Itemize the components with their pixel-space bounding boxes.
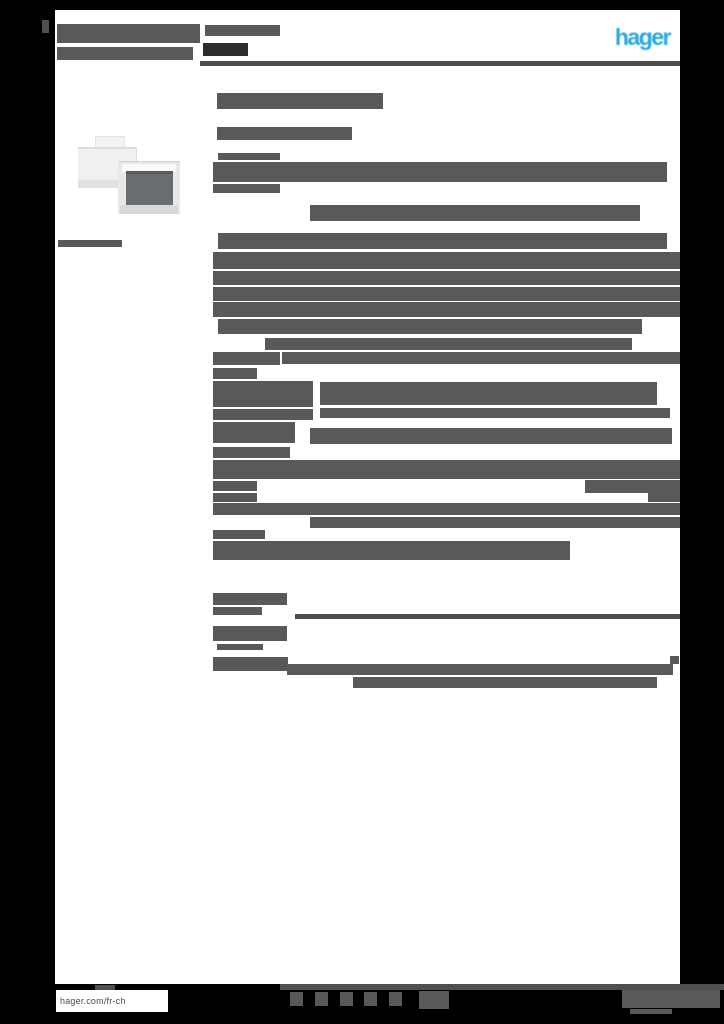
articles-ref (213, 626, 287, 641)
spec-row-8 (218, 319, 642, 334)
social-icon-2[interactable] (315, 992, 328, 1006)
articles-row-2 (353, 677, 657, 688)
articles-heading (213, 593, 287, 605)
footer-social-extra (419, 991, 449, 1009)
articles-note (217, 644, 263, 650)
product-subtitle (217, 127, 352, 140)
spec-row-12 (320, 408, 670, 418)
spec-label-11c (213, 409, 313, 420)
image-caption (58, 240, 122, 247)
header-ref (203, 43, 248, 56)
spec-row-10 (282, 352, 680, 364)
spec-label-17 (213, 493, 257, 502)
spec-label-10 (213, 352, 280, 365)
header-title-line-1-cont (205, 25, 280, 36)
spec-row-20 (213, 541, 570, 560)
product-photo-box-front-base (120, 205, 178, 214)
product-photo-box-back-shade (78, 180, 137, 188)
social-icon-1[interactable] (290, 992, 303, 1006)
spec-label-16 (213, 481, 257, 491)
header-title-line-2 (57, 47, 193, 60)
spec-row-2 (310, 205, 640, 221)
footer-strip-left (95, 985, 115, 991)
spec-row-4 (213, 252, 680, 269)
footer-right-text-2 (630, 1009, 672, 1014)
spec-value-16 (585, 480, 680, 493)
spec-label-11a (213, 368, 257, 379)
product-photo (70, 130, 190, 225)
spec-row-18 (213, 503, 680, 515)
fold-mark (42, 20, 49, 33)
footer-right-text-1 (622, 990, 720, 1008)
spec-row-1 (213, 162, 667, 182)
spec-row-13 (310, 428, 672, 444)
spec-label-20 (213, 530, 265, 539)
hager-url-text: hager.com/fr-ch (60, 996, 126, 1006)
product-title (217, 93, 383, 109)
footer-strip (280, 984, 724, 990)
articles-row-bar (287, 664, 673, 675)
spec-label-11b (213, 381, 313, 407)
spec-label-11d (213, 422, 295, 443)
product-photo-box-front-cavity (126, 171, 173, 207)
spec-row-9 (265, 338, 632, 350)
social-icon-5[interactable] (389, 992, 402, 1006)
hager-url-link[interactable]: hager.com/fr-ch (56, 990, 168, 1012)
hager-logo: hager (614, 24, 672, 50)
spec-label-1a (218, 153, 280, 160)
spec-row-7 (213, 302, 680, 317)
articles-row-label (213, 657, 288, 671)
superscript-mark (670, 656, 679, 664)
social-icon-3[interactable] (340, 992, 353, 1006)
spec-value-17 (648, 492, 680, 502)
spec-row-5 (213, 271, 680, 285)
footer-social-icons (0, 992, 724, 1006)
spec-row-3 (218, 233, 667, 249)
spec-label-14 (213, 447, 290, 458)
spec-row-15 (213, 460, 680, 479)
spec-row-6 (213, 287, 680, 301)
spec-row-11 (320, 382, 657, 405)
articles-subheading (213, 607, 262, 615)
header-title-line-1 (57, 24, 200, 43)
header-rule (200, 61, 680, 66)
product-photo-box-front-rim (122, 164, 176, 172)
spec-row-19 (310, 517, 680, 528)
articles-rule (295, 614, 680, 619)
social-icon-4[interactable] (364, 992, 377, 1006)
spec-label-1b (213, 184, 280, 193)
